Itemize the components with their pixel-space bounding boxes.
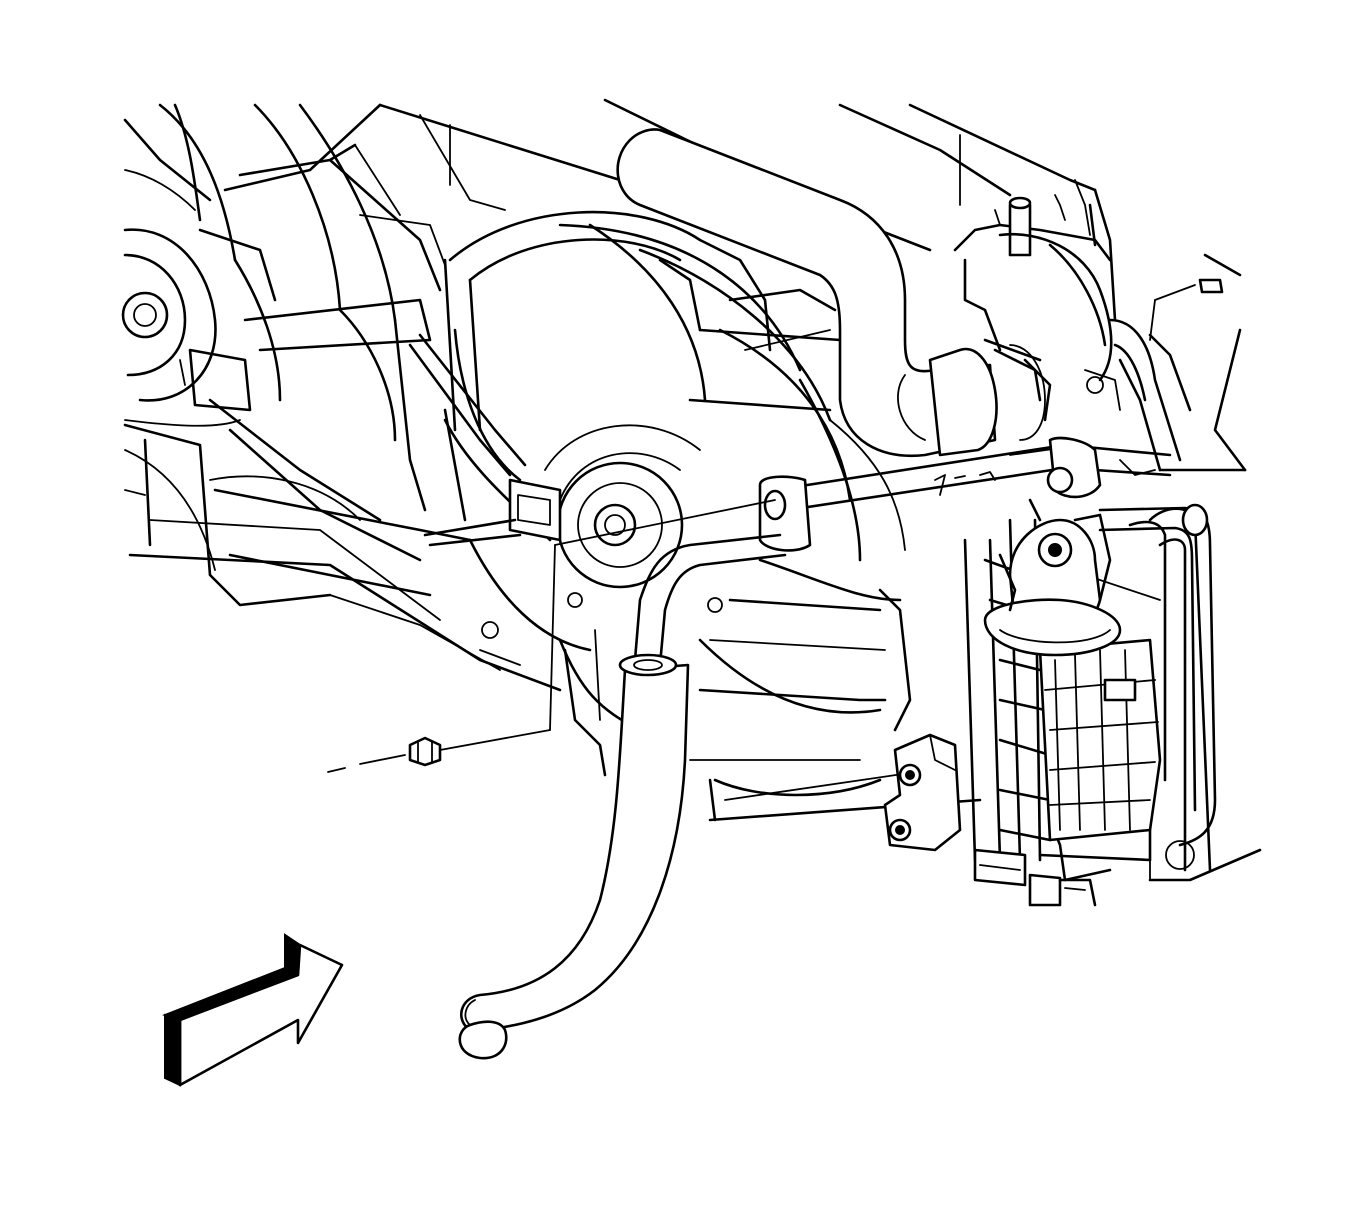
upper-radiator-hose [616,128,1052,458]
drain-valve [983,498,1122,657]
front-view-arrow [162,933,344,1087]
fan-shroud-bolt [327,736,442,773]
radiator-tank [953,179,1212,907]
transmission-cooler-line [439,436,1217,847]
left-fan-assembly [121,103,501,671]
right-fan-assembly [408,210,912,822]
lower-mount-bracket [883,733,962,852]
upper-clip [1149,253,1242,341]
lower-radiator-hose [458,653,690,1060]
